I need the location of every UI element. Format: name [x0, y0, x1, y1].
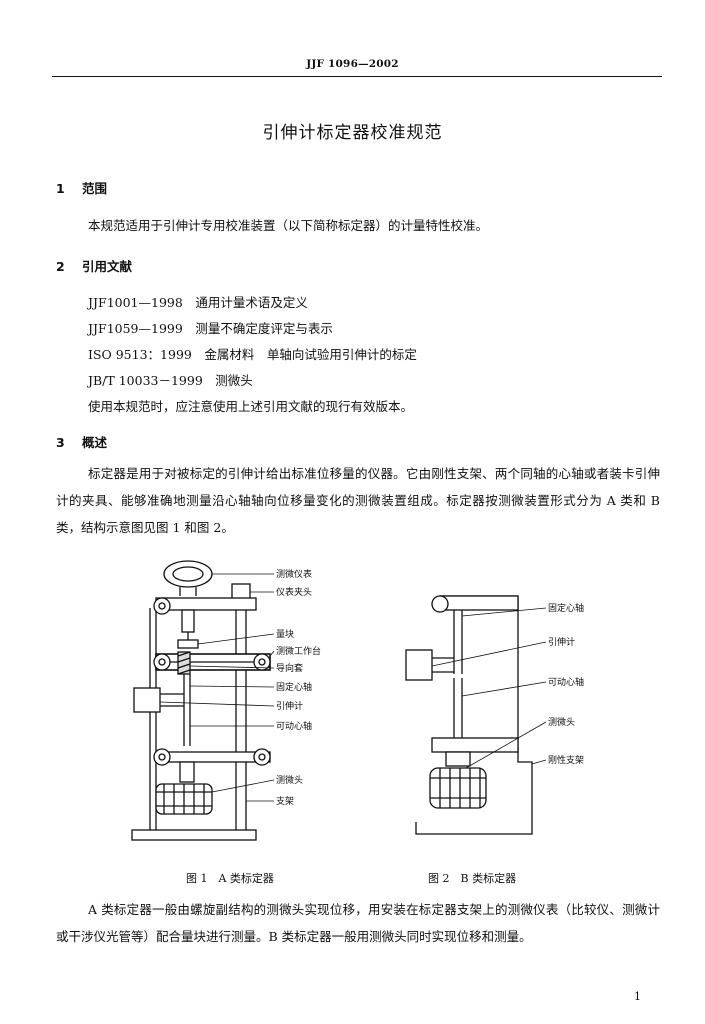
section-number: 1: [56, 181, 65, 196]
figure-2-label: 测微头: [548, 716, 575, 728]
header-code: JJF 1096—2002: [306, 58, 399, 70]
overview-paragraph-2: A 类标定器一般由螺旋副结构的测微头实现位移，用安装在标定器支架上的测微仪表（比…: [56, 902, 660, 944]
section-title: 概述: [82, 435, 108, 450]
section-3-heading: 3 概述: [56, 432, 107, 451]
header-rule: [52, 76, 662, 77]
figure-2-label: 可动心轴: [548, 676, 584, 688]
figure-2-label: 引伸计: [548, 636, 575, 648]
figure-1-diagram: 测微仪表 仪表夹头 量块 测微工作台 导向套 固定心轴 引伸计 可动心轴 测微头…: [131, 560, 321, 841]
figure-1-label: 引伸计: [276, 700, 303, 712]
overview-paragraph-1: 标定器是用于对被标定的引伸计给出标准位移量的仪器。它由刚性支架、两个同轴的心轴或…: [56, 466, 660, 535]
figure-2-caption: 图 2 B 类标定器: [428, 872, 517, 885]
figure-2-diagram: 固定心轴 引伸计 可动心轴 测微头 刚性支架: [405, 595, 584, 835]
figure-1-label: 可动心轴: [276, 720, 312, 732]
section-number: 3: [56, 435, 65, 450]
document-title: 引伸计标定器校准规范: [262, 123, 443, 143]
section-2-heading: 2 引用文献: [56, 256, 132, 275]
figure-1-label: 仪表夹头: [276, 586, 312, 598]
figure-1-label: 导向套: [276, 662, 303, 674]
figure-1-caption: 图 1 A 类标定器: [186, 872, 274, 885]
micrometer-head-icon: [429, 767, 487, 809]
reference-item: JB/T 10033－1999 测微头: [88, 373, 253, 388]
page-number: 1: [634, 990, 641, 1003]
references-note: 使用本规范时，应注意使用上述引用文献的现行有效版本。: [88, 399, 414, 414]
reference-item: ISO 9513：1999 金属材料 单轴向试验用引伸计的标定: [88, 347, 417, 362]
section-1-heading: 1 范围: [56, 178, 107, 197]
reference-item: JJF1059—1999 测量不确定度评定与表示: [88, 321, 333, 336]
reference-item: JJF1001—1998 通用计量术语及定义: [88, 295, 308, 310]
figure-1-label: 固定心轴: [276, 681, 312, 693]
dial-gauge-icon: [163, 560, 213, 588]
figure-1-label: 支架: [276, 795, 294, 807]
figure-1-label: 量块: [276, 628, 294, 640]
figure-1-label: 测微仪表: [276, 568, 312, 580]
figure-2-label: 固定心轴: [548, 602, 584, 614]
figure-2-label: 刚性支架: [548, 754, 584, 766]
section-title: 引用文献: [82, 259, 133, 274]
section-number: 2: [56, 259, 65, 274]
scope-text: 本规范适用于引伸计专用校准装置（以下简称标定器）的计量特性校准。: [88, 218, 489, 233]
base-plate: [131, 829, 257, 841]
figure-1-label: 测微工作台: [276, 645, 321, 657]
figure-1-label: 测微头: [276, 774, 303, 786]
section-title: 范围: [82, 181, 108, 196]
